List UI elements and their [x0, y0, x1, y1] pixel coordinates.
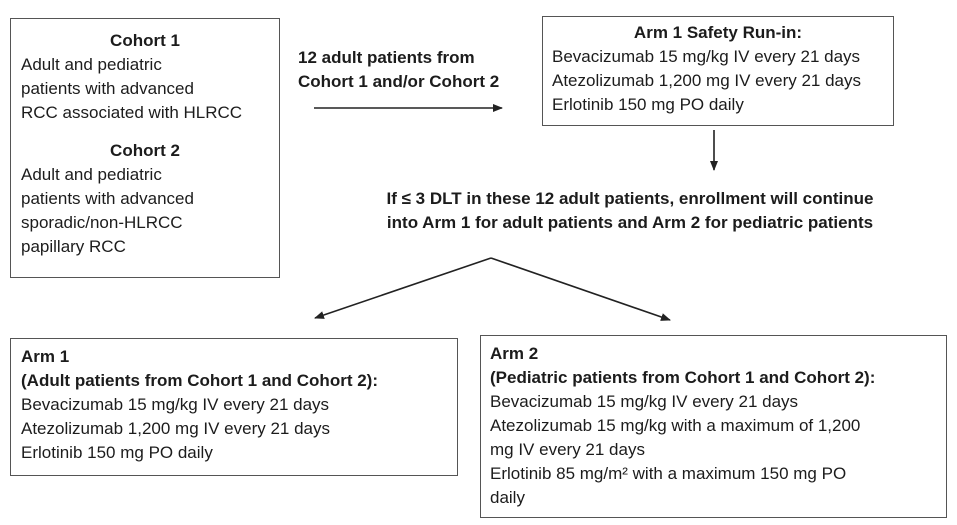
cohort2-block: Cohort 2 Adult and pediatric patients wi…: [21, 139, 279, 259]
arm2-line: Atezolizumab 15 mg/kg with a maximum of …: [490, 416, 861, 435]
cohort2-line: Adult and pediatric: [21, 165, 162, 184]
arm2-subtitle: (Pediatric patients from Cohort 1 and Co…: [490, 368, 876, 387]
arrow-condition-to-arm2: [490, 257, 671, 321]
arm2-title: Arm 2: [490, 344, 539, 363]
cohort2-line: papillary RCC: [21, 237, 126, 256]
arm2-line: daily: [490, 488, 525, 507]
cohort1-title: Cohort 1: [110, 31, 180, 50]
safety-runin-line: Atezolizumab 1,200 mg IV every 21 days: [552, 71, 861, 90]
safety-runin-line: Erlotinib 150 mg PO daily: [552, 95, 744, 114]
cohort1-block: Cohort 1 Adult and pediatric patients wi…: [21, 29, 279, 125]
arm1-line: Atezolizumab 1,200 mg IV every 21 days: [21, 419, 330, 438]
arm1-line: Erlotinib 150 mg PO daily: [21, 443, 213, 462]
arm1-subtitle: (Adult patients from Cohort 1 and Cohort…: [21, 371, 378, 390]
cohort1-line: RCC associated with HLRCC: [21, 103, 243, 122]
arrow-condition-to-arm1: [314, 257, 492, 319]
transfer-label: 12 adult patients from Cohort 1 and/or C…: [298, 46, 499, 94]
cohort2-line: patients with advanced: [21, 189, 194, 208]
safety-runin-line: Bevacizumab 15 mg/kg IV every 21 days: [552, 47, 861, 66]
arm1-line: Bevacizumab 15 mg/kg IV every 21 days: [21, 395, 330, 414]
cohort1-line: patients with advanced: [21, 79, 194, 98]
cohort1-line: Adult and pediatric: [21, 55, 162, 74]
transfer-label-line: Cohort 1 and/or Cohort 2: [298, 72, 500, 91]
arm2-box: Arm 2 (Pediatric patients from Cohort 1 …: [480, 335, 947, 518]
arm2-line: mg IV every 21 days: [490, 440, 645, 459]
arm1-title: Arm 1: [21, 347, 70, 366]
transfer-label-line: 12 adult patients from: [298, 48, 475, 67]
condition-text: If ≤ 3 DLT in these 12 adult patients, e…: [310, 187, 950, 235]
condition-line: into Arm 1 for adult patients and Arm 2 …: [386, 213, 874, 232]
safety-runin-title: Arm 1 Safety Run-in:: [633, 23, 803, 42]
condition-line: If ≤ 3 DLT in these 12 adult patients, e…: [386, 189, 874, 208]
cohort2-line: sporadic/non-HLRCC: [21, 213, 183, 232]
arm2-line: Bevacizumab 15 mg/kg IV every 21 days: [490, 392, 799, 411]
arm1-box: Arm 1 (Adult patients from Cohort 1 and …: [10, 338, 458, 476]
cohorts-box: Cohort 1 Adult and pediatric patients wi…: [10, 18, 280, 278]
cohort2-title: Cohort 2: [110, 141, 180, 160]
arm2-line: Erlotinib 85 mg/m² with a maximum 150 mg…: [490, 464, 847, 483]
safety-runin-box: Arm 1 Safety Run-in: Bevacizumab 15 mg/k…: [542, 16, 894, 126]
